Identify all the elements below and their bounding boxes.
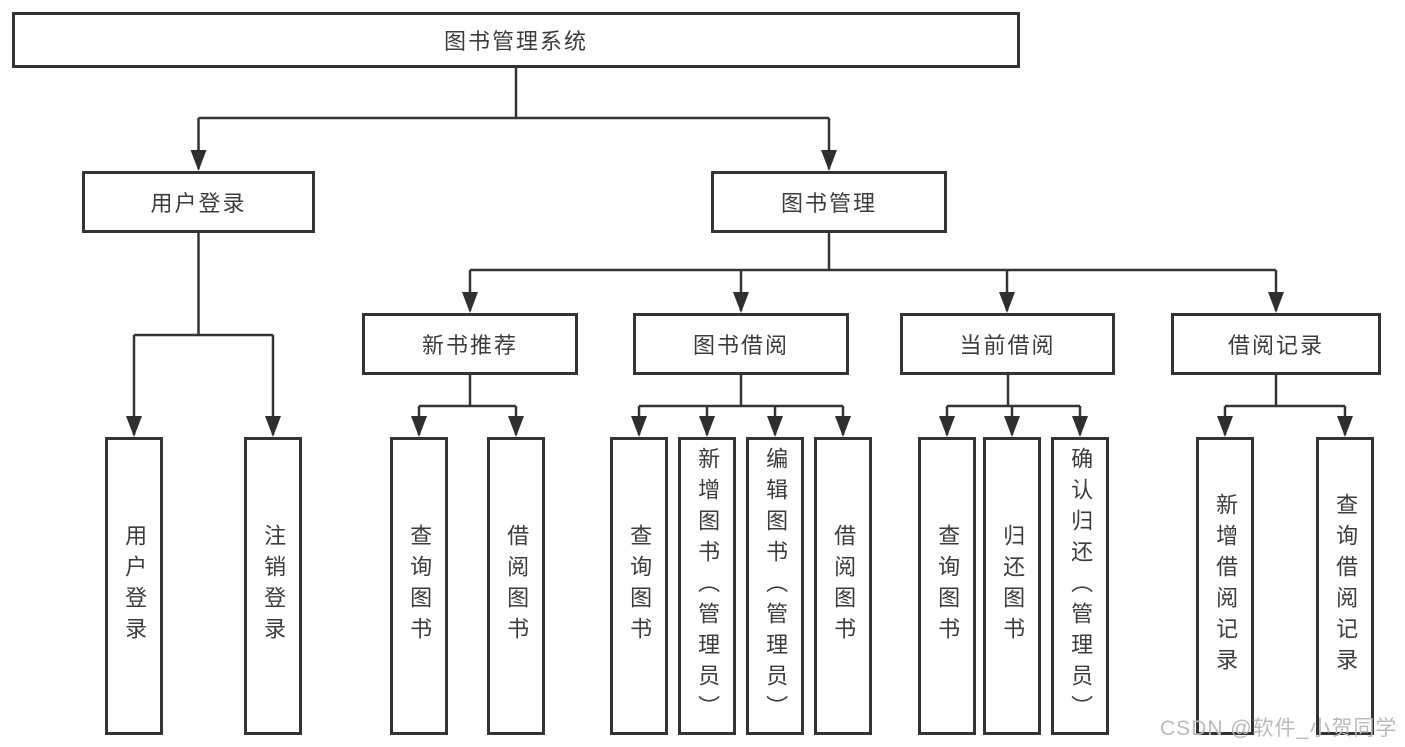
csdn-watermark: CSDN @软件_小贺同学 (1160, 717, 1398, 740)
node-leaf-edit-books-admin: 编辑图书（管理员） (746, 437, 804, 735)
node-label: 用户登录 (150, 191, 247, 216)
node-leaf-borrow-books: 借阅图书 (814, 437, 872, 735)
node-leaf-confirm-return-admin: 确认归还（管理员） (1051, 437, 1109, 735)
node-label: 图书管理系统 (443, 29, 588, 54)
node-label: 当前借阅 (959, 333, 1056, 358)
node-book-management-branch: 图书管理 (711, 171, 947, 233)
node-label: 确认归还（管理员） (1068, 446, 1094, 726)
node-leaf-query-books-borrowing: 查询图书 (610, 437, 668, 735)
node-label: 新增借阅记录 (1213, 493, 1239, 679)
node-root-library-system: 图书管理系统 (12, 12, 1020, 68)
node-label: 借阅图书 (831, 524, 857, 648)
node-borrow-records: 借阅记录 (1171, 313, 1381, 375)
node-label: 查询图书 (935, 524, 961, 648)
node-label: 用户登录 (122, 524, 148, 648)
arrowhead-icons (126, 150, 1353, 437)
node-label: 查询借阅记录 (1333, 493, 1359, 679)
node-leaf-query-books-recommend: 查询图书 (390, 437, 448, 735)
connector-strokes (132, 68, 1347, 435)
node-label: 查询图书 (407, 524, 433, 648)
node-label: 归还图书 (1000, 524, 1026, 648)
node-leaf-user-login: 用户登录 (105, 437, 163, 735)
node-leaf-add-books-admin: 新增图书（管理员） (678, 437, 736, 735)
node-label: 新增图书（管理员） (695, 446, 721, 726)
node-label: 查询图书 (627, 524, 653, 648)
node-leaf-borrow-books-recommend: 借阅图书 (487, 437, 545, 735)
node-label: 新书推荐 (421, 333, 518, 358)
node-leaf-add-borrow-record: 新增借阅记录 (1196, 437, 1254, 735)
node-label: 借阅记录 (1227, 333, 1324, 358)
node-leaf-return-books: 归还图书 (983, 437, 1041, 735)
node-new-book-recommend: 新书推荐 (362, 313, 578, 375)
node-book-borrowing: 图书借阅 (633, 313, 849, 375)
node-label: 编辑图书（管理员） (763, 446, 789, 726)
node-label: 图书借阅 (692, 333, 789, 358)
node-current-borrowing: 当前借阅 (900, 313, 1115, 375)
node-leaf-query-borrow-record: 查询借阅记录 (1316, 437, 1374, 735)
node-label: 借阅图书 (504, 524, 530, 648)
node-leaf-logout: 注销登录 (244, 437, 302, 735)
node-label: 注销登录 (261, 524, 287, 648)
node-leaf-query-books-current: 查询图书 (918, 437, 976, 735)
node-user-login-branch: 用户登录 (82, 171, 315, 233)
node-label: 图书管理 (780, 191, 877, 216)
